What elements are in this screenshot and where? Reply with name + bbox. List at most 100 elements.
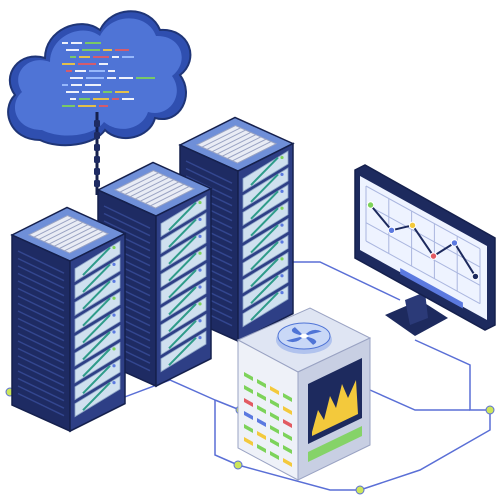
status-led [280, 274, 284, 278]
status-led [280, 172, 284, 177]
status-led-grid [244, 372, 292, 467]
vent-slat [135, 179, 174, 200]
status-led [244, 398, 253, 407]
server-unit [160, 313, 207, 356]
drive-bay [82, 246, 111, 276]
cloud-storage-icon [7, 10, 192, 147]
code-line [108, 70, 115, 72]
status-led [257, 431, 266, 440]
drive-bay [168, 252, 197, 282]
rack-side-vent [17, 355, 65, 379]
server-unit [242, 268, 289, 311]
status-led [280, 206, 284, 210]
fan-blade [291, 327, 304, 336]
status-led [198, 302, 202, 306]
vent-slat [64, 231, 104, 252]
server-unit [242, 150, 289, 193]
code-line [107, 77, 116, 79]
screen-gridline [365, 222, 481, 286]
code-line [66, 49, 79, 51]
rack-vent [27, 214, 110, 254]
code-line [62, 63, 75, 65]
code-lines-icon [62, 42, 155, 107]
cloud-body [14, 18, 182, 136]
drive-bay [82, 348, 111, 378]
rack-side-vent [103, 212, 151, 237]
vent-slat [49, 224, 88, 245]
code-line [66, 91, 79, 93]
server-unit [242, 251, 289, 294]
fan-blade [304, 329, 322, 336]
status-led [270, 451, 279, 460]
vent-slat [227, 138, 267, 159]
drive-bay [250, 173, 279, 203]
code-line [62, 84, 68, 86]
server-unit [74, 257, 121, 300]
code-line [79, 98, 90, 100]
rack-vent [113, 169, 196, 209]
chart-line [369, 204, 477, 277]
status-led [280, 257, 284, 261]
rack-side-vent [17, 272, 65, 297]
rack-side-vent [17, 302, 65, 327]
drive-bay [168, 303, 197, 333]
code-line [86, 77, 104, 79]
status-led [280, 155, 284, 160]
waveform [312, 380, 358, 436]
status-led [283, 419, 292, 428]
code-line [115, 49, 129, 51]
code-line [70, 98, 76, 100]
rack-side-vent [17, 392, 65, 417]
code-line [70, 77, 83, 79]
status-led [283, 432, 292, 441]
network-node-icon [233, 460, 243, 470]
drive-bay [168, 218, 197, 248]
server-unit [160, 195, 207, 238]
status-led [112, 296, 116, 300]
connector-link [94, 156, 100, 163]
rack-side-vent [17, 370, 65, 394]
chart-point [387, 226, 396, 234]
status-led [112, 364, 116, 368]
analytics-monitor-icon [354, 164, 496, 336]
drive-bay [168, 201, 197, 231]
server-unit [160, 279, 207, 322]
screen-gridline [365, 185, 481, 250]
rack-side-vent [185, 160, 233, 184]
server-unit [242, 217, 289, 260]
server-unit [242, 167, 289, 210]
rack-side-vent [17, 362, 65, 387]
code-line [112, 98, 119, 100]
server-unit [74, 291, 121, 333]
monitor-stand-neck [405, 292, 428, 325]
cooling-unit-icon [236, 307, 372, 481]
drive-bay [250, 224, 279, 254]
status-led [257, 405, 266, 414]
status-led [257, 444, 266, 453]
rack-side-vent [17, 347, 65, 372]
vent-slat [33, 217, 73, 238]
status-led [283, 445, 292, 454]
status-led [283, 406, 292, 415]
screen-gridline [365, 203, 481, 268]
status-led [112, 262, 116, 267]
code-line [103, 91, 112, 93]
fan-blade [304, 336, 317, 345]
code-line [119, 77, 133, 79]
server-unit [74, 274, 121, 316]
vent-slat [217, 134, 256, 155]
drive-bay [82, 263, 111, 293]
code-line [62, 42, 68, 44]
vent-slat [206, 129, 246, 150]
connector-link [94, 120, 100, 127]
drive-bay [82, 331, 111, 361]
server-unit [242, 234, 289, 277]
status-led [270, 438, 279, 447]
server-unit [74, 341, 121, 384]
waveform-panel [308, 358, 362, 462]
vent-slat [43, 221, 83, 243]
vent-slat [38, 219, 78, 240]
vent-slat [124, 174, 164, 195]
vent-slat [129, 176, 169, 198]
